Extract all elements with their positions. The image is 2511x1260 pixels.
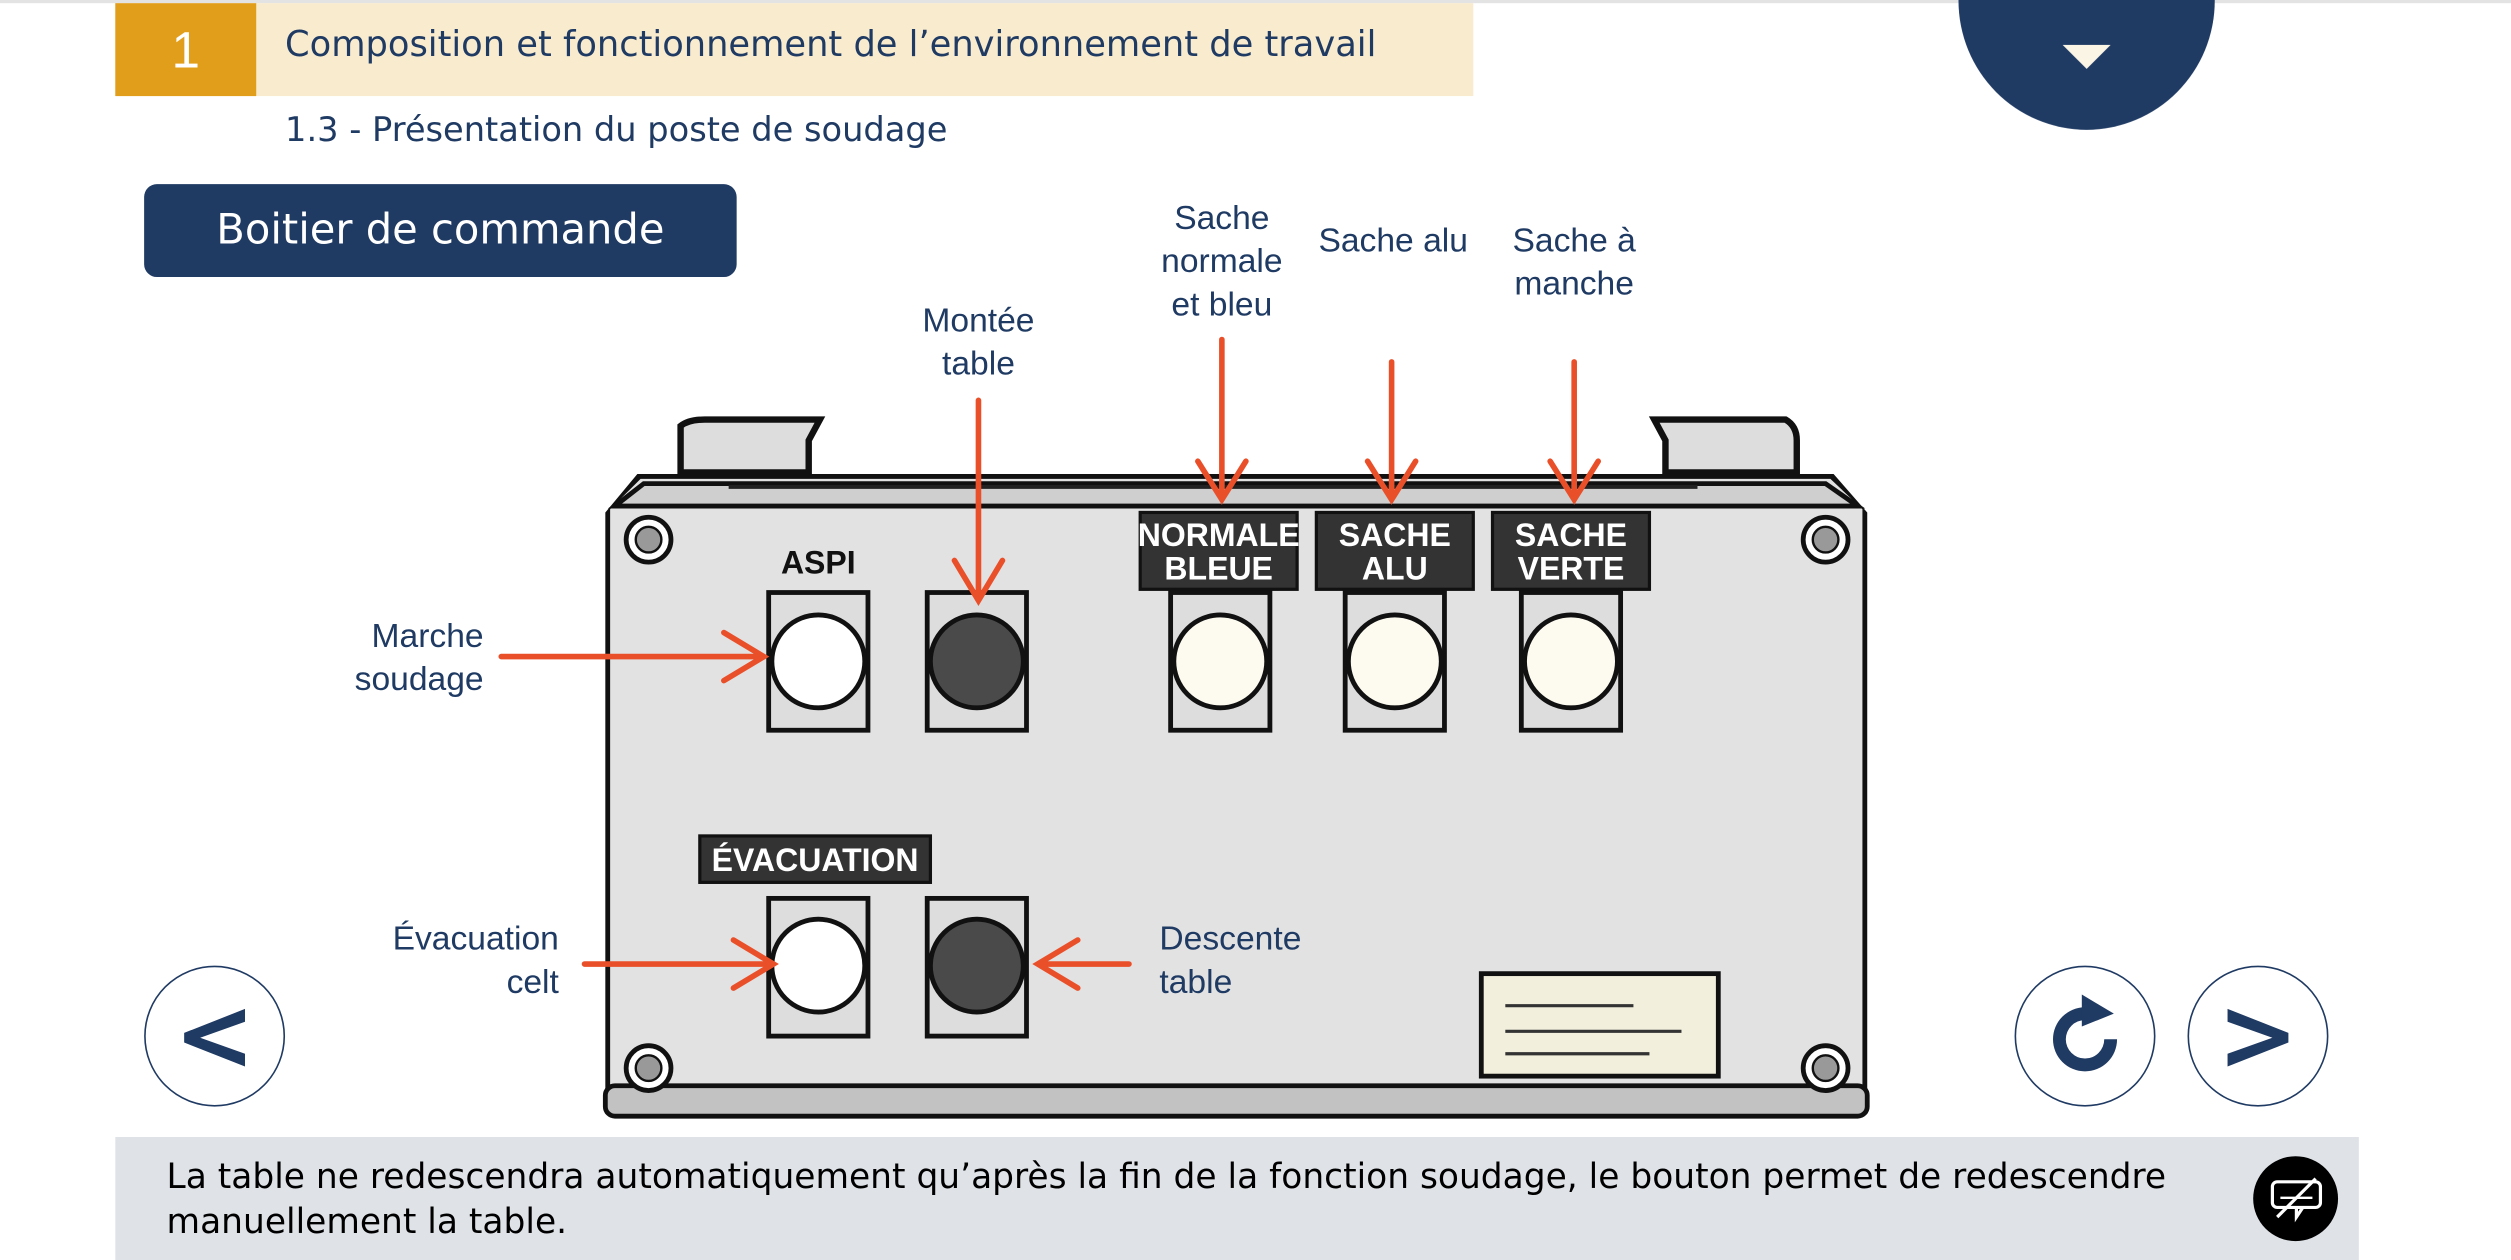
replay-button[interactable] [2014, 965, 2156, 1107]
label-montee-table: Montée [922, 302, 1034, 339]
plate-evacuation: ÉVACUATION [712, 842, 919, 878]
label-sache-manche: manche [1514, 266, 1634, 303]
label-sache-manche: Sache à [1513, 222, 1637, 259]
label-marche-soudage: Marche [372, 618, 484, 655]
plate-bleue: BLEUE [1164, 551, 1273, 587]
plate-normale: NORMALE [1138, 517, 1300, 553]
callout-arrows [498, 336, 1601, 991]
label-evacuation-celt: Évacuation [393, 921, 559, 958]
plate-aspi: ASPI [781, 544, 856, 580]
label-evacuation-celt: celt [507, 964, 560, 1001]
caption-text: La table ne redescendra automatiquement … [166, 1157, 2167, 1243]
label-sache-normale: normale [1161, 243, 1282, 280]
top-border [0, 0, 2511, 4]
panel-plates: NORMALE BLEUE SACHE ALU SACHE VERTE ÉVAC… [698, 510, 1652, 884]
caption-bar [115, 1136, 2359, 1260]
plate-sache: SACHE [1339, 517, 1451, 553]
nameplate [1478, 971, 1721, 1079]
chevron-down-icon [2062, 44, 2111, 69]
label-sache-alu: Sache alu [1318, 222, 1468, 259]
chapter-title: Composition et fonctionnement de l’envir… [285, 25, 1377, 66]
label-descente-table: Descente [1159, 921, 1301, 958]
push-buttons [766, 590, 1624, 1039]
chevron-left-icon [184, 1008, 246, 1067]
replay-icon [2052, 994, 2118, 1072]
page-subtitle: 1.3 - Présentation du poste de soudage [285, 110, 948, 149]
plate-verte: VERTE [1518, 551, 1625, 587]
captions-off-icon [2269, 1176, 2322, 1222]
captions-toggle-button[interactable] [2253, 1156, 2339, 1242]
plate-sache: SACHE [1515, 517, 1627, 553]
label-sache-normale: Sache [1174, 200, 1269, 237]
previous-button[interactable] [144, 965, 286, 1107]
chapter-header [115, 3, 1474, 97]
next-button[interactable] [2187, 965, 2329, 1107]
label-montee-table: table [942, 346, 1015, 383]
label-marche-soudage: soudage [355, 661, 484, 698]
callout-labels: Sache normale et bleu Sache alu Sache à … [355, 200, 1636, 1001]
label-sache-normale: et bleu [1171, 286, 1272, 323]
chapter-number: 1 [115, 3, 257, 97]
section-button[interactable]: Boitier de commande [144, 184, 737, 278]
label-descente-table: table [1159, 964, 1232, 1001]
chevron-right-icon [2227, 1008, 2289, 1067]
plate-alu: ALU [1362, 551, 1428, 587]
